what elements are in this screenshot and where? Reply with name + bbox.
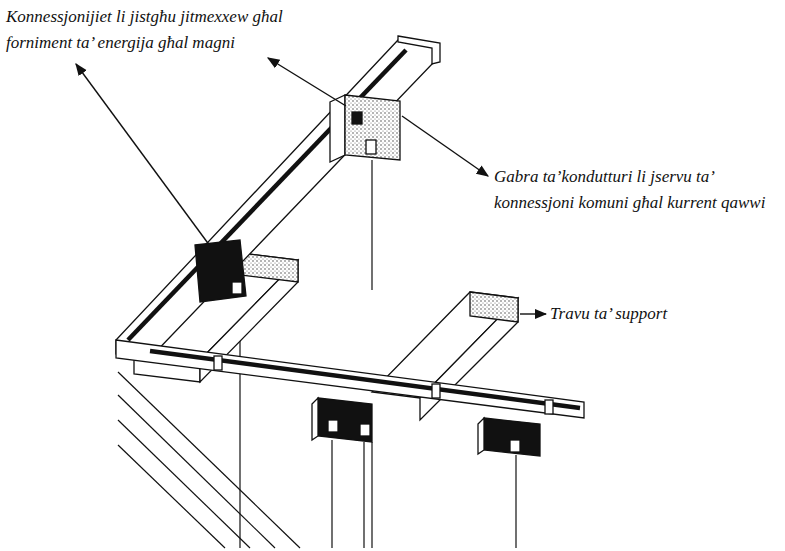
callout-label: Travu ta’ support: [550, 301, 770, 327]
conductor-rail: [116, 36, 584, 418]
leader-arrows: [76, 58, 546, 314]
callout-label: Konnessjonijiet li jistgħu jitmexxew għa…: [6, 4, 302, 56]
callout-label: Gabra ta’kondutturi li jservu ta’ konnes…: [494, 164, 778, 216]
connection-boxes: [195, 95, 540, 456]
